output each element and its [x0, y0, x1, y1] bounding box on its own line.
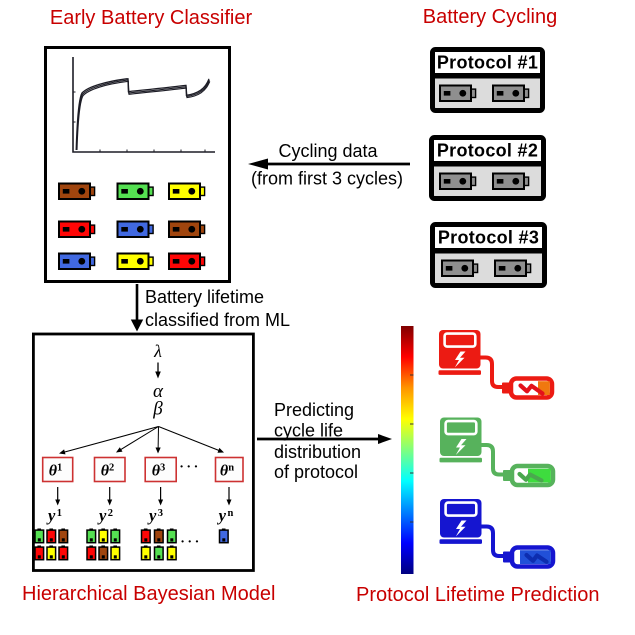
svg-text:Protocol #1: Protocol #1	[437, 53, 538, 73]
svg-text:of protocol: of protocol	[274, 462, 358, 482]
svg-text:Predicting: Predicting	[274, 400, 354, 420]
svg-text:Protocol #2: Protocol #2	[437, 141, 538, 161]
svg-text:classified from ML: classified from ML	[145, 310, 290, 330]
svg-text:Protocol Lifetime Prediction: Protocol Lifetime Prediction	[356, 584, 599, 606]
svg-text:α: α	[153, 381, 164, 402]
svg-text:distribution: distribution	[274, 442, 361, 462]
svg-text:λ: λ	[153, 341, 162, 361]
svg-text:···: ···	[179, 460, 201, 475]
svg-text:Cycling data: Cycling data	[278, 141, 378, 161]
svg-text:(from first 3 cycles): (from first 3 cycles)	[251, 169, 403, 189]
svg-text:Protocol #3: Protocol #3	[438, 228, 539, 248]
svg-text:Battery lifetime: Battery lifetime	[145, 287, 264, 307]
svg-text:β: β	[152, 399, 163, 420]
svg-text:cycle life: cycle life	[274, 421, 343, 441]
svg-text:Early Battery Classifier: Early Battery Classifier	[50, 7, 253, 29]
svg-text:Battery Cycling: Battery Cycling	[423, 6, 558, 28]
svg-text:···: ···	[180, 535, 202, 550]
svg-text:Hierarchical Bayesian Model: Hierarchical Bayesian Model	[22, 583, 275, 605]
